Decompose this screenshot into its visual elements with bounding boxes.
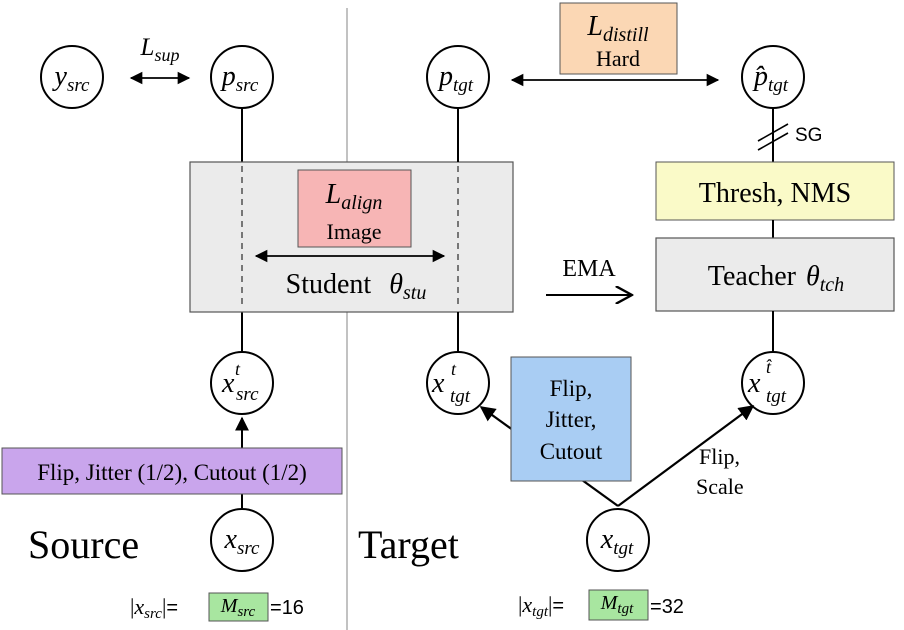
svg-text:xsrc: xsrc xyxy=(224,524,261,559)
svg-text:Ldistill: Ldistill xyxy=(586,11,649,46)
node-p-hat-tgt: p̂tgt xyxy=(741,45,805,109)
node-x-src-t: x t src xyxy=(210,351,274,415)
svg-text:Scale: Scale xyxy=(696,474,744,499)
svg-text:x: x xyxy=(221,368,235,399)
svg-text:Flip, Jitter (1/2), Cutout (1/: Flip, Jitter (1/2), Cutout (1/2) xyxy=(37,460,307,485)
source-batch-size: |xsrc|= Msrc =16 xyxy=(130,592,304,622)
node-y-src: ysrc xyxy=(40,45,104,109)
svg-text:Mtgt: Mtgt xyxy=(600,592,634,617)
svg-text:src: src xyxy=(236,384,259,405)
source-aug-box: Flip, Jitter (1/2), Cutout (1/2) xyxy=(1,447,343,495)
target-label: Target xyxy=(358,522,459,567)
svg-text:Lsup: Lsup xyxy=(140,34,180,65)
svg-text:p̂tgt: p̂tgt xyxy=(752,61,789,96)
l-distill-box: Ldistill Hard xyxy=(559,2,678,75)
node-p-tgt: ptgt xyxy=(426,45,490,109)
node-x-src: xsrc xyxy=(210,508,274,572)
arrow-xtgt-teacher-branch xyxy=(617,405,755,507)
node-x-tgt: xtgt xyxy=(586,508,650,572)
svg-text:|xsrc|=: |xsrc|= xyxy=(130,594,178,622)
ema-label: EMA xyxy=(562,256,616,282)
svg-text:Jitter,: Jitter, xyxy=(546,407,597,432)
thresh-nms-box: Thresh, NMS xyxy=(655,161,895,221)
svg-text:Msrc: Msrc xyxy=(220,595,256,620)
svg-text:xtgt: xtgt xyxy=(600,524,634,559)
svg-text:t: t xyxy=(235,359,241,379)
sg-marker xyxy=(757,123,789,151)
svg-text:Image: Image xyxy=(327,219,382,244)
source-label: Source xyxy=(28,522,139,567)
svg-text:Flip,: Flip, xyxy=(550,376,593,401)
svg-text:Hard: Hard xyxy=(596,46,640,71)
svg-text:psrc: psrc xyxy=(220,61,259,96)
svg-text:tgt: tgt xyxy=(766,386,787,407)
svg-text:ysrc: ysrc xyxy=(52,61,91,96)
svg-text:=32: =32 xyxy=(650,596,684,618)
l-align-box: Lalign Image xyxy=(297,169,412,248)
svg-text:=16: =16 xyxy=(270,597,304,619)
svg-text:t̂: t̂ xyxy=(766,357,772,377)
svg-text:x: x xyxy=(747,368,761,399)
target-aug-box: Flip, Jitter, Cutout xyxy=(510,356,632,482)
svg-text:tgt: tgt xyxy=(450,386,471,407)
svg-text:ptgt: ptgt xyxy=(437,61,474,96)
svg-text:|xtgt|=: |xtgt|= xyxy=(518,592,564,620)
teacher-aug-label: Flip, Scale xyxy=(696,444,744,499)
node-x-tgt-that: x t̂ tgt xyxy=(741,351,805,415)
svg-text:t: t xyxy=(451,359,457,379)
svg-text:Flip,: Flip, xyxy=(699,444,740,469)
svg-text:x: x xyxy=(431,368,445,399)
node-x-tgt-t: x t tgt xyxy=(426,351,490,415)
svg-text:Cutout: Cutout xyxy=(540,439,603,464)
node-p-src: psrc xyxy=(210,45,274,109)
l-sup-label: Lsup xyxy=(140,34,180,65)
target-batch-size: |xtgt|= Mtgt =32 xyxy=(518,589,684,621)
svg-text:Lalign: Lalign xyxy=(325,179,383,214)
sg-label: SG xyxy=(795,125,822,146)
svg-text:Thresh, NMS: Thresh, NMS xyxy=(699,178,851,209)
